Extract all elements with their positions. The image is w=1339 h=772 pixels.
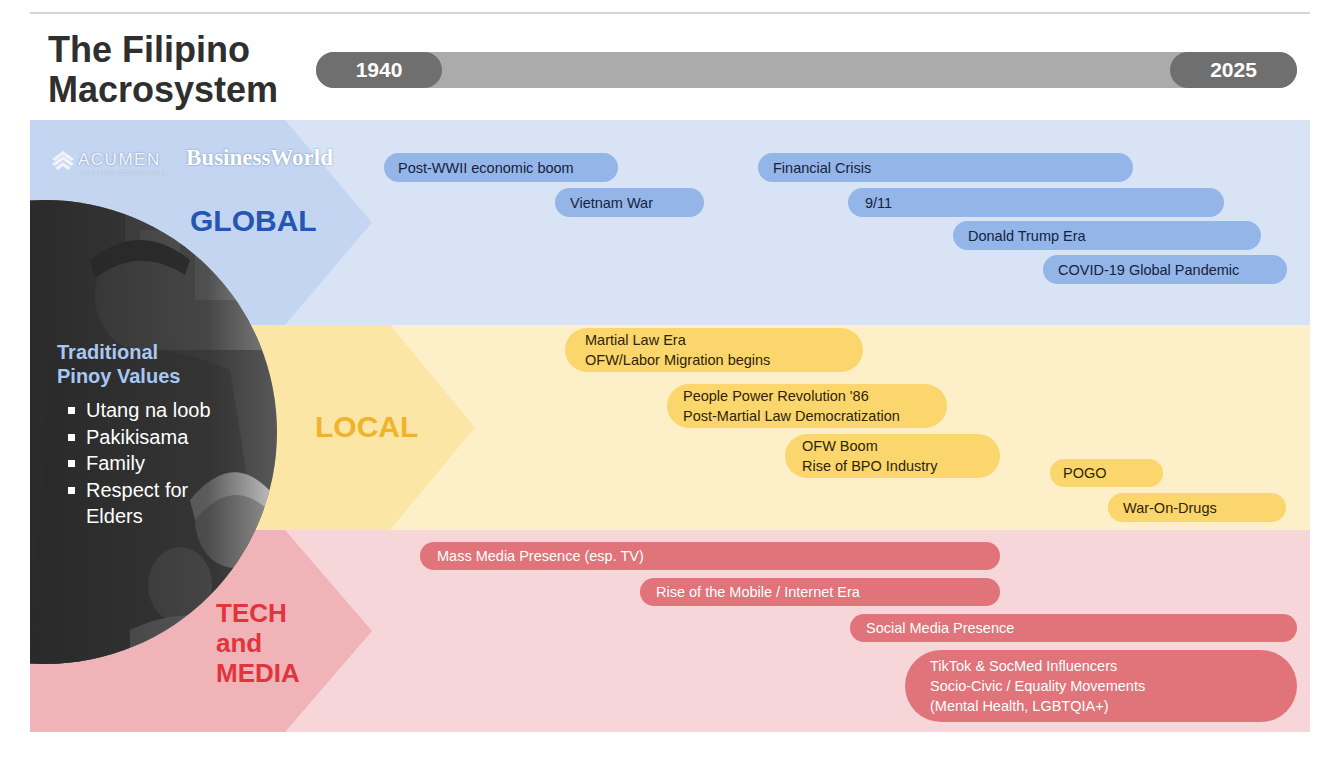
event-pill: Mass Media Presence (esp. TV) — [420, 542, 1000, 570]
value-row: Pakikisama — [68, 424, 277, 451]
values-circle: Traditional Pinoy ValuesUtang na loobPak… — [30, 200, 277, 665]
value-row: Utang na loob — [68, 397, 277, 424]
values-heading: Traditional Pinoy Values — [57, 340, 212, 388]
event-label: TikTok & SocMed Influencers — [930, 656, 1117, 676]
year-label: 1940 — [356, 58, 403, 82]
bullet-square — [68, 487, 75, 494]
value-item: Utang na loob — [86, 397, 236, 424]
event-label: Vietnam War — [570, 193, 653, 213]
band-label: LOCAL — [315, 410, 515, 444]
event-label: Post-WWII economic boom — [398, 158, 574, 178]
event-label: Socio-Civic / Equality Movements — [930, 676, 1145, 696]
event-pill: COVID-19 Global Pandemic — [1043, 255, 1287, 284]
event-label: War-On-Drugs — [1123, 498, 1217, 518]
event-label: OFW/Labor Migration begins — [585, 350, 770, 370]
logo-text: ACUMEN — [78, 150, 161, 170]
event-pill: OFW BoomRise of BPO Industry — [785, 434, 1000, 478]
logo-text: STRATEGY CONSULTANTS — [80, 170, 167, 177]
band-label: GLOBAL — [190, 204, 390, 238]
event-pill: TikTok & SocMed InfluencersSocio-Civic /… — [905, 650, 1297, 722]
year-pill: 1940 — [316, 52, 442, 88]
timeline-bar — [316, 52, 1297, 88]
event-pill: Post-WWII economic boom — [384, 153, 618, 182]
event-pill: War-On-Drugs — [1108, 493, 1286, 522]
value-row: Family — [68, 450, 277, 477]
bullet-square — [68, 460, 75, 467]
event-label: Post-Martial Law Democratization — [683, 406, 900, 426]
band-label: TECH and MEDIA — [216, 598, 311, 688]
value-row: Respect for Elders — [68, 477, 277, 530]
logo-icon — [52, 150, 74, 170]
event-label: 9/11 — [865, 193, 892, 213]
event-label: Rise of BPO Industry — [802, 456, 937, 476]
event-label: Rise of the Mobile / Internet Era — [656, 582, 860, 602]
event-pill: Rise of the Mobile / Internet Era — [640, 578, 1000, 606]
top-rule — [30, 12, 1310, 14]
event-pill: POGO — [1050, 459, 1163, 487]
event-label: (Mental Health, LGBTQIA+) — [930, 696, 1109, 716]
event-label: Financial Crisis — [773, 158, 871, 178]
value-item: Family — [86, 450, 236, 477]
value-item: Pakikisama — [86, 424, 236, 451]
event-pill: Financial Crisis — [758, 153, 1133, 182]
event-label: Mass Media Presence (esp. TV) — [437, 546, 644, 566]
year-label: 2025 — [1210, 58, 1257, 82]
bullet-square — [68, 434, 75, 441]
event-pill: Vietnam War — [555, 188, 704, 217]
event-label: COVID-19 Global Pandemic — [1058, 260, 1239, 280]
event-pill: 9/11 — [848, 188, 1224, 217]
slide-title: The Filipino Macrosystem — [48, 30, 348, 110]
event-label: Social Media Presence — [866, 618, 1014, 638]
event-label: People Power Revolution '86 — [683, 386, 869, 406]
event-label: POGO — [1063, 463, 1107, 483]
event-label: OFW Boom — [802, 436, 878, 456]
logo-text: BusinessWorld — [186, 145, 333, 171]
event-pill: People Power Revolution '86Post-Martial … — [667, 384, 947, 428]
photo-ground — [30, 200, 277, 665]
bullet-square — [68, 407, 75, 414]
event-label: Martial Law Era — [585, 330, 686, 350]
value-item: Respect for Elders — [86, 477, 236, 530]
event-pill: Donald Trump Era — [953, 221, 1261, 250]
photo-shade — [30, 200, 277, 665]
year-pill: 2025 — [1170, 52, 1297, 88]
event-pill: Social Media Presence — [850, 614, 1297, 642]
event-label: Donald Trump Era — [968, 226, 1086, 246]
event-pill: Martial Law EraOFW/Labor Migration begin… — [565, 328, 863, 372]
